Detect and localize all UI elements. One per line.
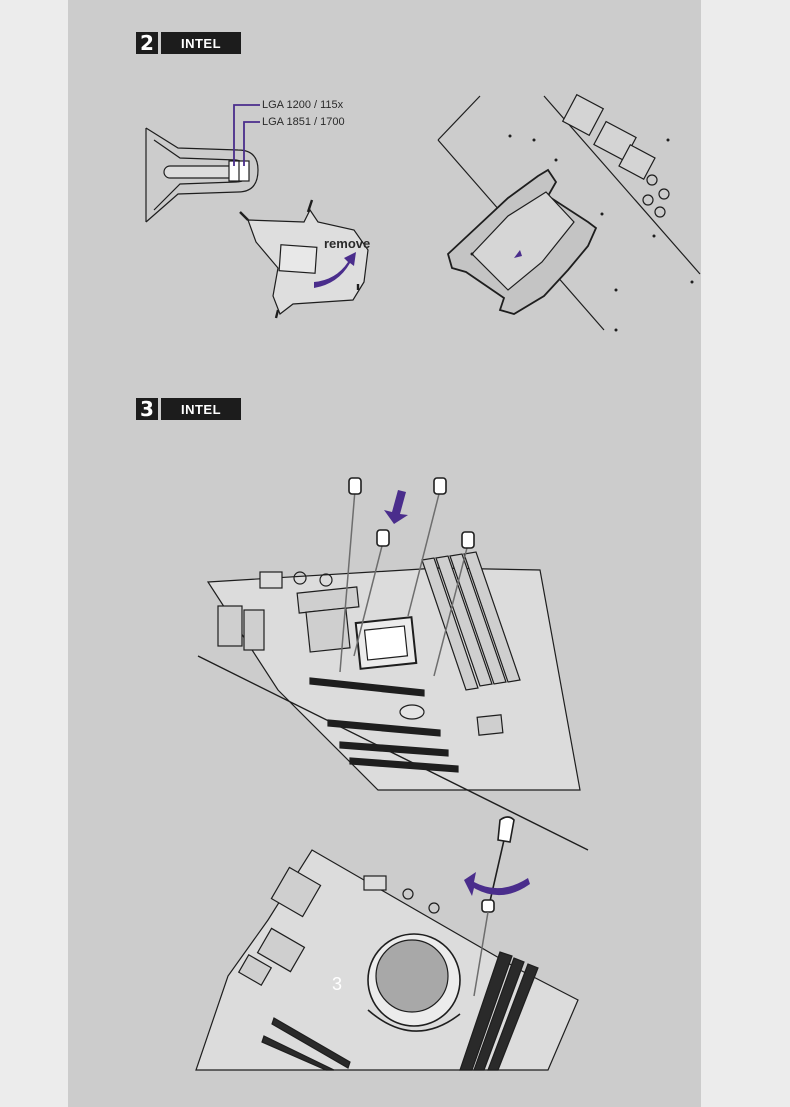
motherboard-standoffs-illustration: [197, 477, 589, 851]
page-number: 3: [332, 974, 343, 994]
step-3-label: INTEL: [161, 398, 241, 420]
remove-label: remove: [324, 236, 371, 251]
step-2-number: 2: [136, 32, 158, 54]
step-3-heading: 3 INTEL: [136, 398, 241, 420]
callout-lga-1200: LGA 1200 / 115x: [262, 99, 344, 111]
callout-lga-1851: LGA 1851 / 1700: [262, 116, 345, 128]
backplate-slider-illustration: [145, 93, 701, 332]
step-2-label: INTEL: [161, 32, 241, 54]
step-3-number: 3: [136, 398, 158, 420]
cooler-screwdriver-illustration: [195, 816, 579, 1071]
manual-page: 2 INTEL LGA 1200 / 115x LGA 1851 / 1700: [68, 0, 701, 1107]
step-2-heading: 2 INTEL: [136, 32, 241, 54]
